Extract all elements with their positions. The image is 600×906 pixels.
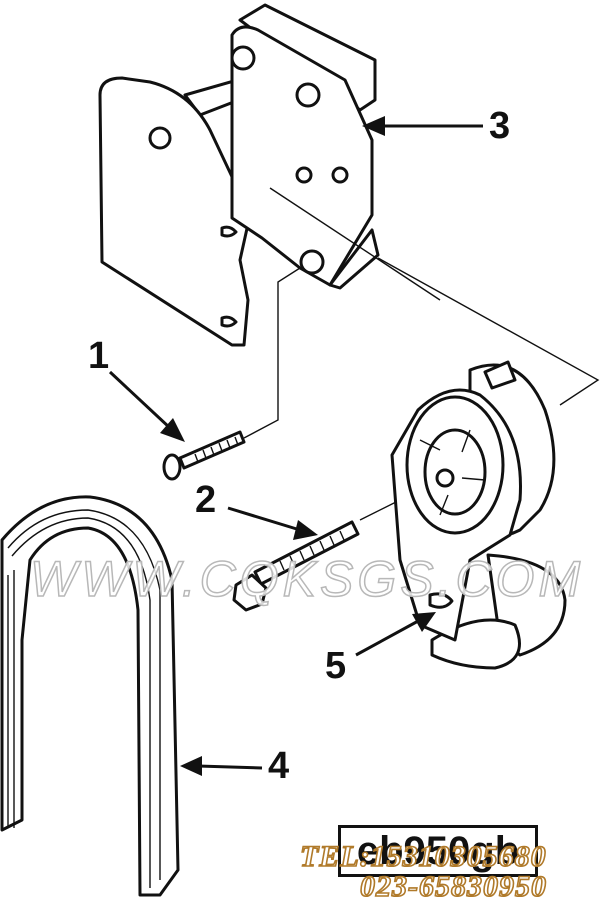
tensioner-part-5 [390, 360, 567, 670]
bolt-part-1 [162, 430, 246, 481]
callout-4: 4 [268, 745, 289, 787]
bracket-assembly [98, 3, 380, 347]
phone-line-1: TEL:15310305680 [299, 839, 547, 874]
watermark-text: WWW.CQKSGS.COM [29, 550, 585, 608]
drawing-code-box: eb950gb [338, 825, 538, 877]
callout-3: 3 [489, 105, 510, 147]
belt-part-4 [0, 495, 180, 897]
callout-arrows [108, 116, 483, 776]
phone-line-2: 023-65830950 [359, 869, 547, 904]
callout-1: 1 [88, 335, 109, 377]
callout-5: 5 [325, 645, 346, 687]
callout-2: 2 [195, 479, 216, 521]
stud-part-2 [232, 520, 360, 612]
